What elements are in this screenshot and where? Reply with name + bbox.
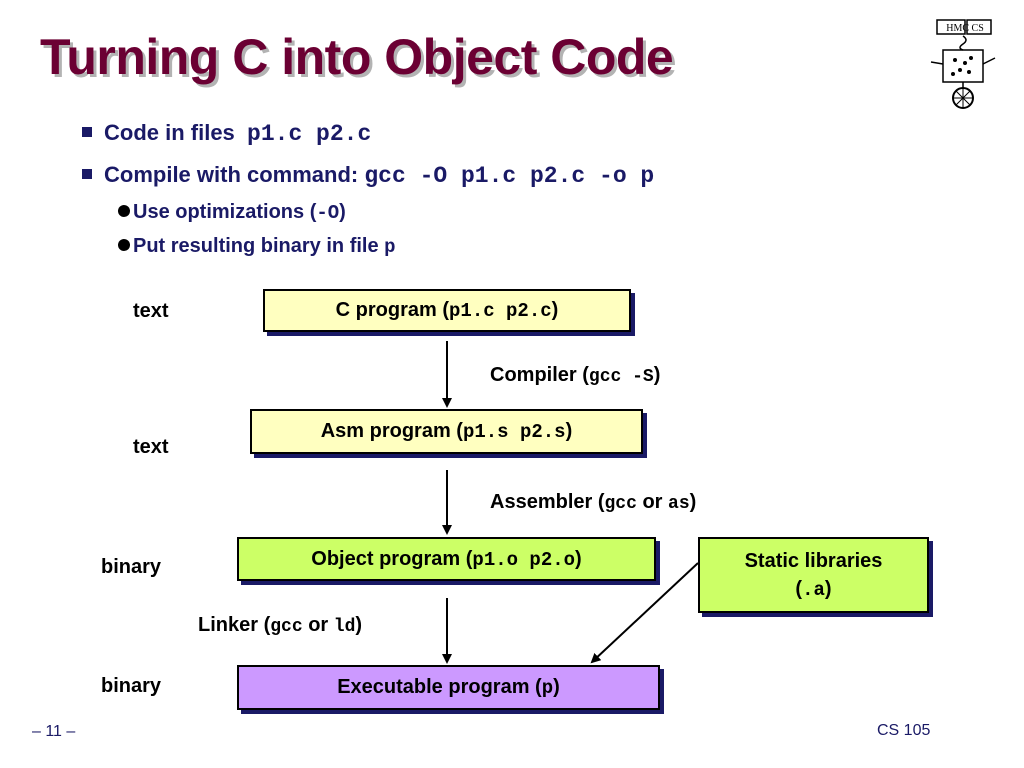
linker-label: Linker (gcc or ld) bbox=[198, 614, 362, 637]
sub-bullet-text-end: ) bbox=[339, 201, 346, 223]
round-bullet-icon bbox=[118, 204, 130, 217]
box-code: p1.c p2.c bbox=[449, 300, 552, 322]
object-program-box: Object program (p1.o p2.o) bbox=[237, 537, 656, 581]
box-code: .a bbox=[802, 579, 825, 601]
step-text: Compiler ( bbox=[490, 364, 589, 386]
box-label-end: ) bbox=[575, 548, 582, 570]
course-name: CS 105 bbox=[877, 722, 931, 739]
bullet-code-in-files: Code in files p1.c p2.c bbox=[82, 120, 371, 147]
executable-program-box: Executable program (p) bbox=[237, 665, 660, 710]
hmc-cs-logo: HMC CS bbox=[925, 18, 1005, 110]
step-code: gcc bbox=[604, 494, 637, 514]
bullet-text: Code in files bbox=[104, 120, 235, 145]
bullet-code: gcc -O p1.c p2.c -o p bbox=[364, 163, 655, 189]
box-code: p bbox=[541, 677, 554, 699]
sub-bullet-code: p bbox=[384, 236, 396, 258]
asm-program-box: Asm program (p1.s p2.s) bbox=[250, 409, 643, 454]
box-paren-open: ( bbox=[795, 578, 803, 600]
box-label: Object program ( bbox=[311, 548, 473, 570]
assembler-label: Assembler (gcc or as) bbox=[490, 491, 696, 514]
bullet-code: p1.c p2.c bbox=[247, 121, 372, 147]
page-number: – 11 – bbox=[32, 723, 76, 740]
side-label-text-2: text bbox=[133, 436, 169, 458]
box-paren-close: ) bbox=[824, 578, 832, 600]
step-text: Linker ( bbox=[198, 614, 271, 636]
box-code: p1.s p2.s bbox=[462, 421, 566, 443]
logo-text: HMC CS bbox=[946, 23, 984, 34]
compiler-label: Compiler (gcc -S) bbox=[490, 364, 660, 387]
step-text-end: ) bbox=[653, 364, 661, 386]
box-code: p1.o p2.o bbox=[472, 549, 576, 571]
step-code: gcc bbox=[270, 617, 303, 637]
step-code: gcc -S bbox=[588, 367, 654, 387]
sub-bullet-binary-file: Put resulting binary in file p bbox=[118, 235, 396, 258]
sub-bullet-text: Put resulting binary in file bbox=[133, 235, 385, 257]
sub-bullet-text: Use optimizations ( bbox=[133, 201, 317, 223]
bullet-text: Compile with command: bbox=[104, 162, 359, 187]
square-bullet-icon bbox=[82, 127, 92, 138]
box-code-line: (.a) bbox=[700, 575, 927, 604]
sub-bullet-optimizations: Use optimizations (-O) bbox=[118, 201, 346, 224]
step-or: or bbox=[302, 614, 334, 636]
round-bullet-icon bbox=[118, 238, 130, 251]
box-label: Static libraries bbox=[744, 550, 883, 572]
box-label: Executable program ( bbox=[337, 676, 542, 698]
box-label-end: ) bbox=[565, 420, 573, 442]
slide-title: Turning C into Object Code bbox=[40, 29, 674, 85]
square-bullet-icon bbox=[82, 169, 92, 180]
box-label: Asm program ( bbox=[320, 420, 463, 442]
static-libraries-box: Static libraries (.a) bbox=[698, 537, 929, 613]
side-label-binary-2: binary bbox=[101, 675, 162, 697]
step-or: or bbox=[636, 491, 669, 513]
box-label: C program ( bbox=[335, 299, 450, 321]
step-text-end: ) bbox=[689, 491, 697, 513]
step-code-alt: ld bbox=[333, 617, 356, 637]
box-label-end: ) bbox=[551, 299, 559, 321]
c-program-box: C program (p1.c p2.c) bbox=[263, 289, 631, 332]
step-text: Assembler ( bbox=[490, 491, 605, 513]
library-arrow bbox=[590, 562, 699, 664]
step-code-alt: as bbox=[668, 494, 690, 514]
step-text-end: ) bbox=[355, 614, 363, 636]
box-label-end: ) bbox=[553, 676, 560, 698]
side-label-text-1: text bbox=[133, 300, 169, 322]
sub-bullet-code: -O bbox=[316, 202, 340, 224]
bullet-compile-command: Compile with command: gcc -O p1.c p2.c -… bbox=[82, 162, 654, 189]
side-label-binary-1: binary bbox=[101, 556, 162, 578]
